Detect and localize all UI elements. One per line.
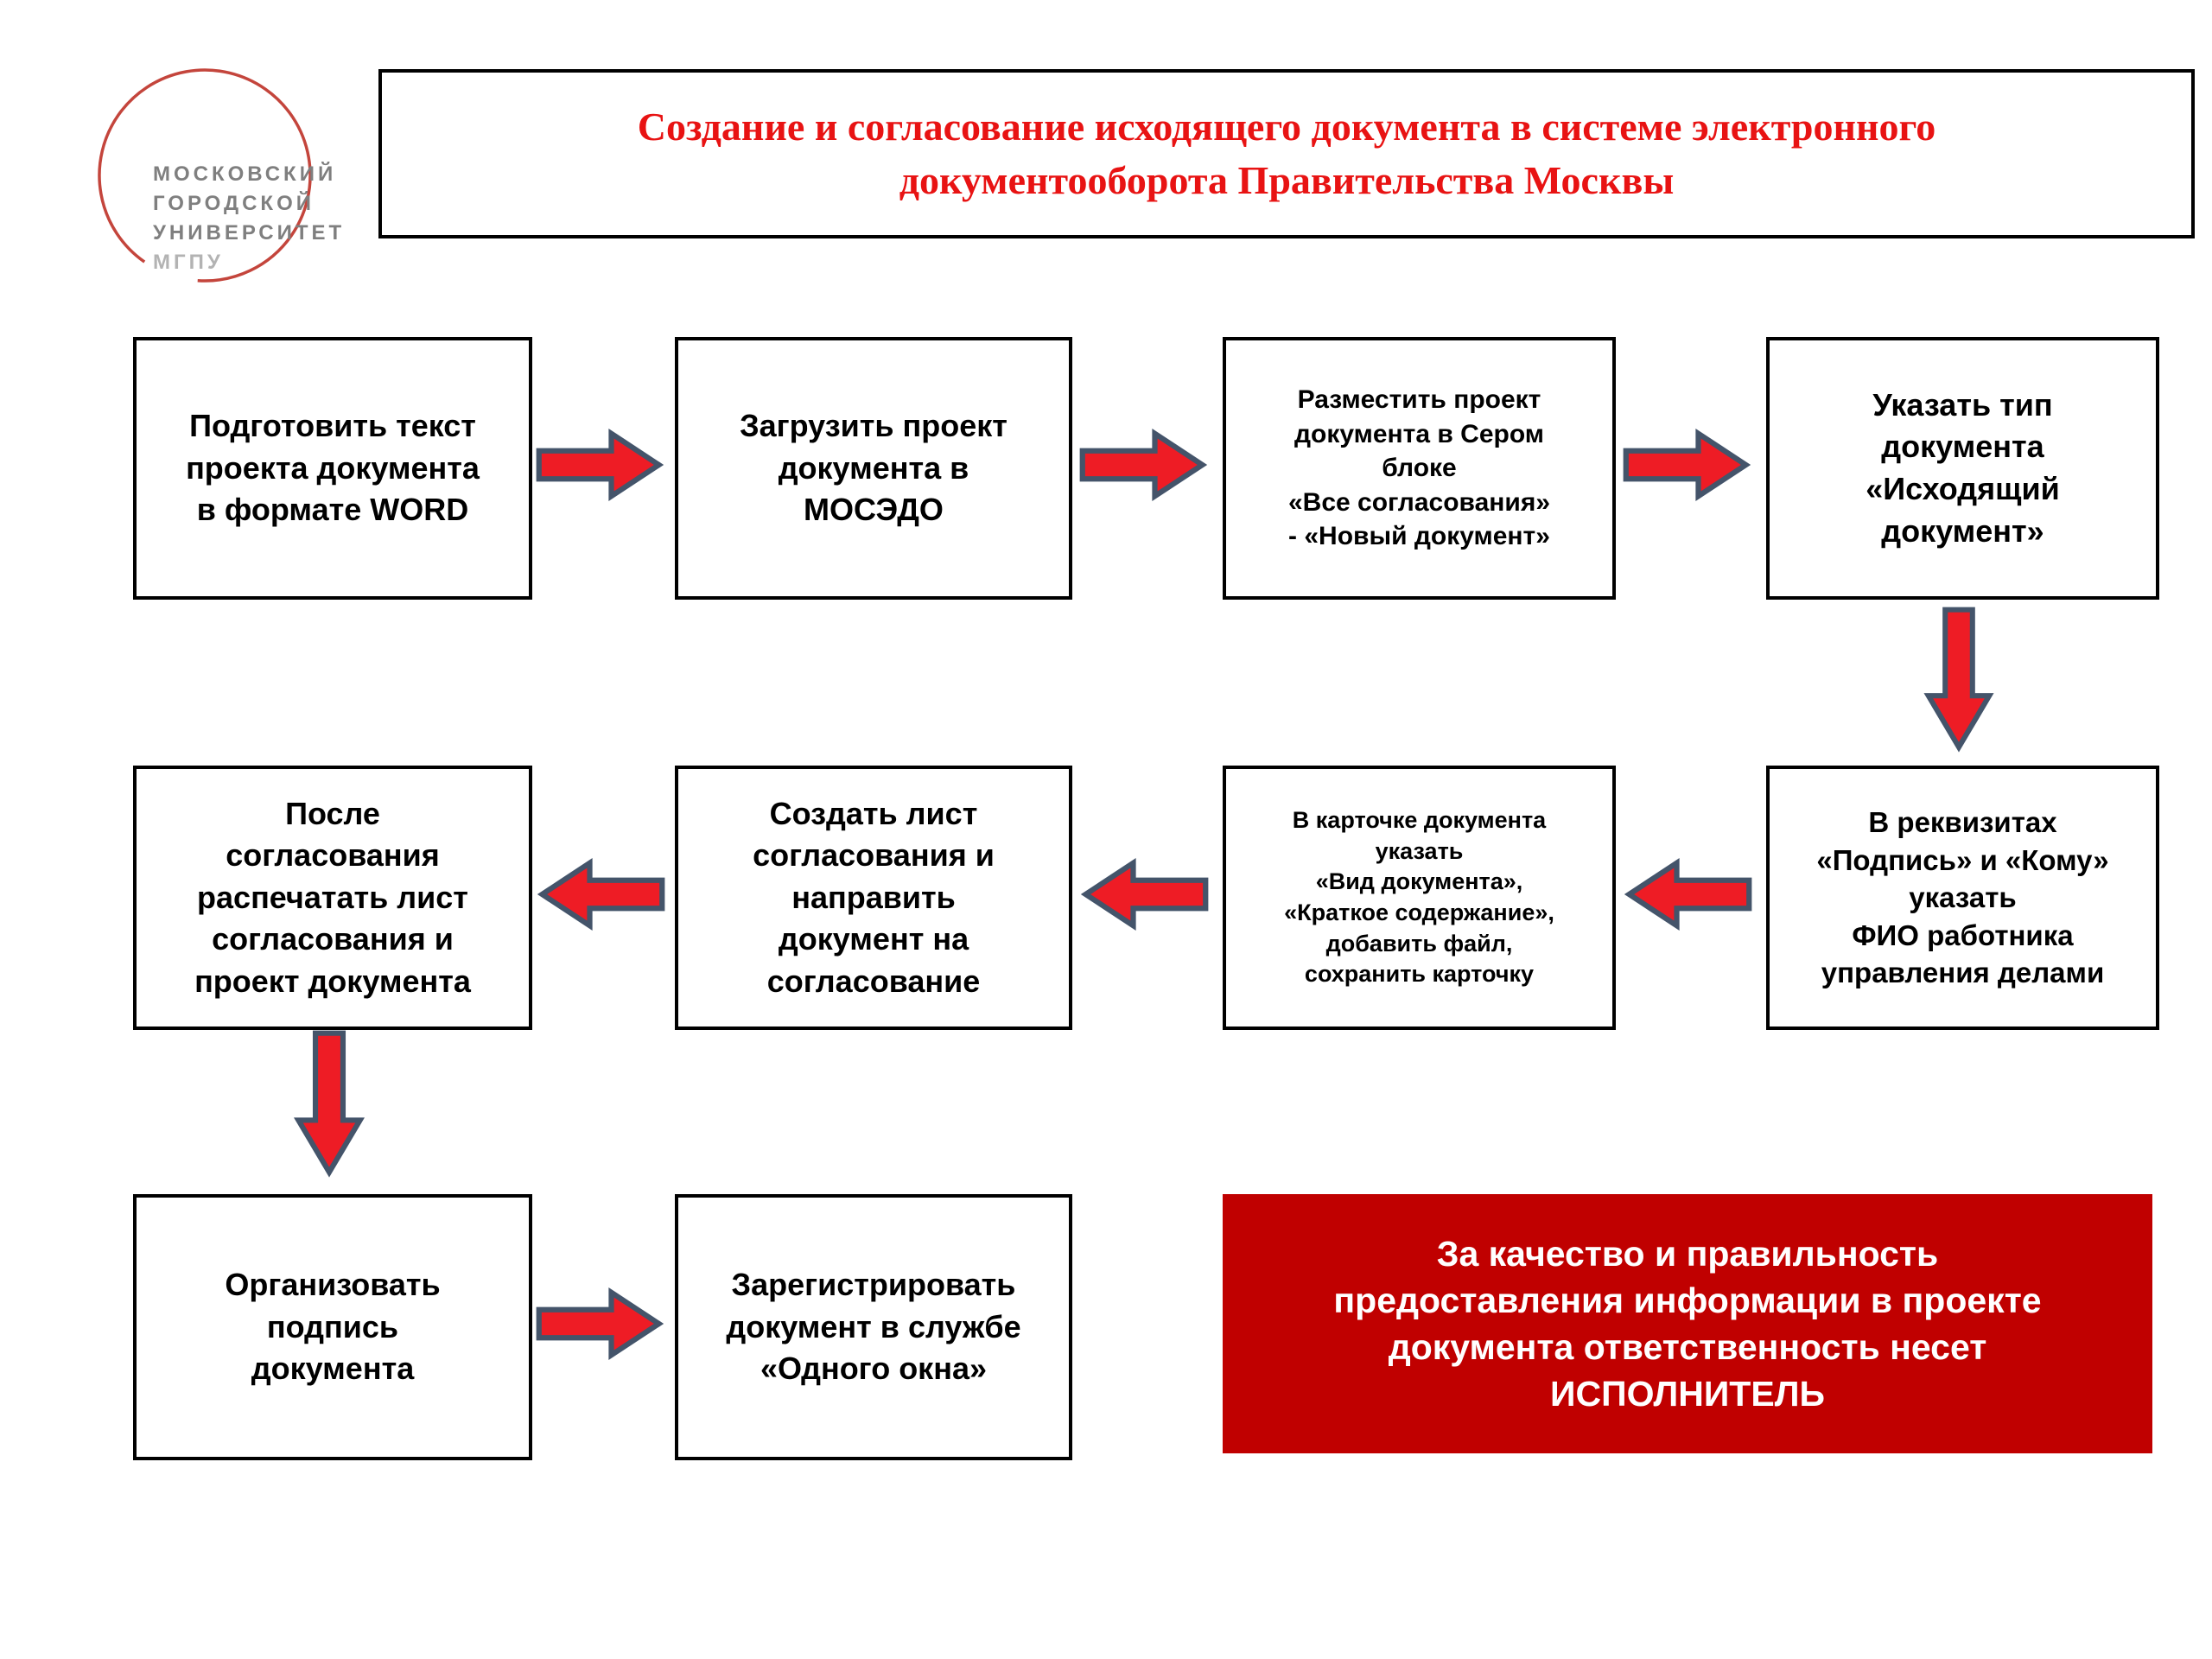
arrow-right-icon <box>536 428 664 502</box>
flow-step-10-label: Зарегистрировать документ в службе «Одно… <box>726 1267 1021 1387</box>
flow-step-9: Организовать подпись документа <box>133 1194 532 1460</box>
flow-step-8: После согласования распечатать лист согл… <box>133 766 532 1030</box>
flow-step-7-label: Создать лист согласования и направить до… <box>753 795 995 999</box>
flow-step-10: Зарегистрировать документ в службе «Одно… <box>675 1194 1072 1460</box>
flow-step-6: В карточке документа указать «Вид докуме… <box>1223 766 1616 1030</box>
arrow-left-icon <box>1624 857 1752 931</box>
logo-text: МОСКОВСКИЙ ГОРОДСКОЙ УНИВЕРСИТЕТ МГПУ <box>153 160 345 277</box>
arrow-left-icon <box>1080 857 1209 931</box>
flow-step-9-label: Организовать подпись документа <box>225 1267 441 1387</box>
arrow-left-icon <box>537 857 665 931</box>
flow-step-4-label: Указать тип документа «Исходящий докумен… <box>1866 386 2060 549</box>
flow-step-5: В реквизитах «Подпись» и «Кому» указать … <box>1766 766 2159 1030</box>
logo-line: МОСКОВСКИЙ <box>153 162 337 186</box>
flow-step-6-label: В карточке документа указать «Вид докуме… <box>1284 807 1554 988</box>
responsibility-note: За качество и правильность предоставлени… <box>1223 1194 2152 1453</box>
flow-step-2-label: Загрузить проект документа в МОСЭДО <box>740 408 1007 528</box>
title-box: Создание и согласование исходящего докум… <box>378 69 2195 238</box>
arrow-right-icon <box>536 1287 664 1361</box>
arrow-right-icon <box>1623 428 1751 502</box>
flow-step-1: Подготовить текст проекта документа в фо… <box>133 337 532 600</box>
flow-step-1-label: Подготовить текст проекта документа в фо… <box>186 408 480 528</box>
arrow-down-icon <box>1923 607 1994 753</box>
arrow-down-icon <box>293 1030 365 1178</box>
flow-step-5-label: В реквизитах «Подпись» и «Кому» указать … <box>1816 806 2109 989</box>
logo-line: ГОРОДСКОЙ <box>153 192 315 216</box>
university-logo: МОСКОВСКИЙ ГОРОДСКОЙ УНИВЕРСИТЕТ МГПУ <box>73 48 359 315</box>
flow-step-8-label: После согласования распечатать лист согл… <box>194 795 471 999</box>
logo-circle-icon <box>98 68 312 283</box>
arrow-right-icon <box>1079 428 1208 502</box>
page-title: Создание и согласование исходящего докум… <box>637 104 1936 202</box>
flow-step-2: Загрузить проект документа в МОСЭДО <box>675 337 1072 600</box>
logo-line: МГПУ <box>153 251 224 275</box>
responsibility-note-text: За качество и правильность предоставлени… <box>1333 1233 2042 1414</box>
logo-line: УНИВЕРСИТЕТ <box>153 221 346 245</box>
flow-step-3-label: Разместить проект документа в Сером блок… <box>1287 385 1551 551</box>
flow-step-3: Разместить проект документа в Сером блок… <box>1223 337 1616 600</box>
flow-step-7: Создать лист согласования и направить до… <box>675 766 1072 1030</box>
flow-step-4: Указать тип документа «Исходящий докумен… <box>1766 337 2159 600</box>
